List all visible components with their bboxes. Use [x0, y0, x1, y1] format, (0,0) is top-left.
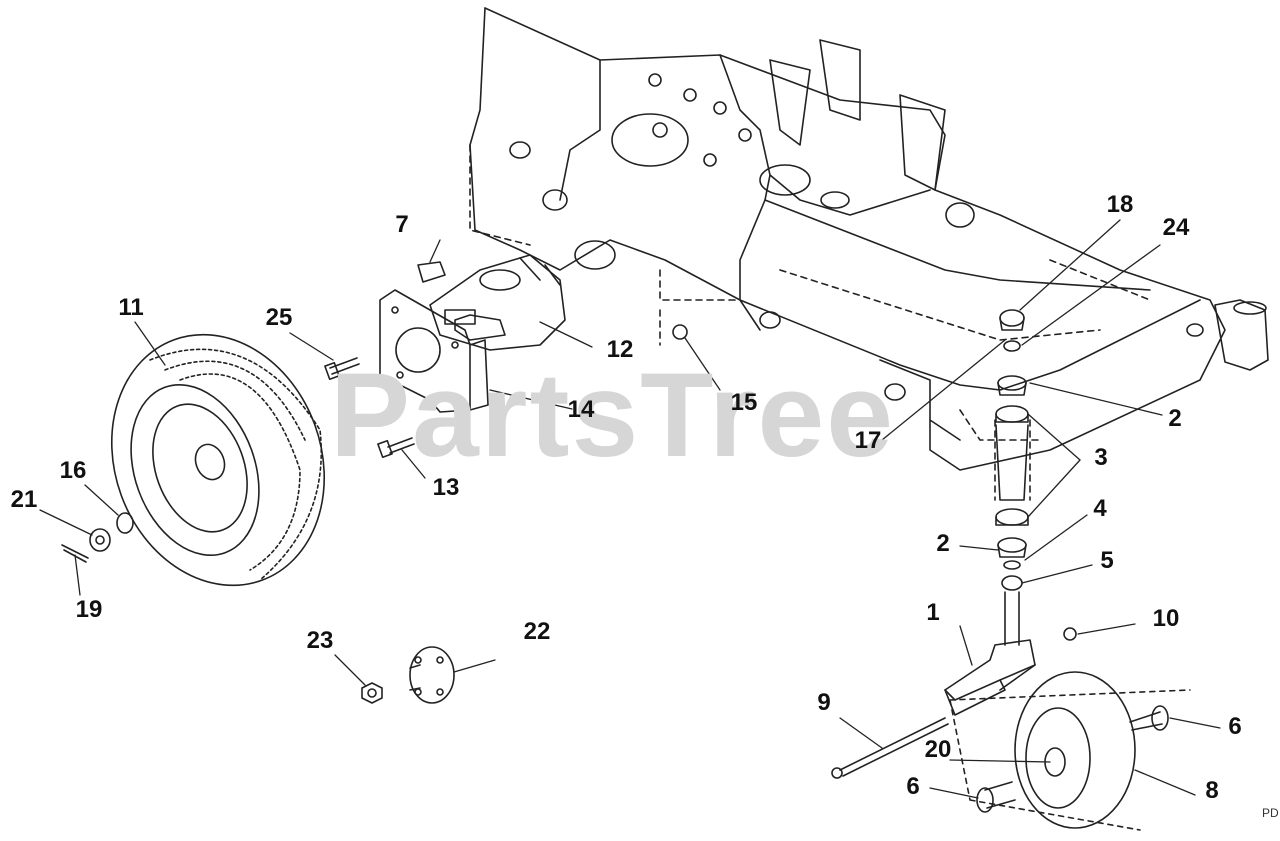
callout-7: 7 [395, 211, 409, 238]
callout-2-lower: 2 [936, 530, 950, 557]
callout-3: 3 [1094, 444, 1108, 471]
nut-23 [361, 682, 383, 704]
callout-24: 24 [1162, 214, 1190, 241]
callout-1: 1 [926, 599, 940, 626]
nut-21 [89, 528, 111, 552]
bolt-25 [324, 357, 360, 381]
callout-22: 22 [523, 618, 551, 645]
callout-14: 14 [567, 396, 595, 423]
callout-18: 18 [1106, 191, 1134, 218]
callout-17: 17 [854, 427, 882, 454]
callout-6-left: 6 [906, 773, 920, 800]
callout-21: 21 [10, 486, 38, 513]
key-part [417, 261, 446, 283]
callout-23: 23 [306, 627, 334, 654]
bushing-6-right [1129, 705, 1169, 731]
callout-10: 10 [1152, 605, 1180, 632]
callout-15: 15 [730, 389, 758, 416]
callout-8: 8 [1205, 777, 1219, 804]
caster-wheel [949, 671, 1191, 831]
axle-bolt-9 [831, 717, 949, 779]
drawing-code: PD [1262, 806, 1279, 820]
nut-15 [672, 324, 688, 340]
callout-25: 25 [265, 304, 293, 331]
callout-12: 12 [606, 336, 634, 363]
washer-16 [116, 512, 134, 534]
callout-2-upper: 2 [1168, 405, 1182, 432]
bushing-6-left [976, 781, 1016, 813]
mounting-bracket [379, 289, 489, 413]
watermark: PartsTree [330, 348, 896, 482]
transmission-axle [429, 254, 566, 351]
chassis-frame [469, 7, 1269, 501]
rear-tire [110, 333, 326, 587]
callout-6-right: 6 [1228, 713, 1242, 740]
bolt-13 [377, 437, 415, 459]
hub-22 [409, 646, 455, 704]
caster-stack [995, 309, 1029, 646]
callout-5: 5 [1100, 547, 1114, 574]
callout-4: 4 [1093, 495, 1107, 522]
callout-16: 16 [59, 457, 87, 484]
callout-20: 20 [924, 736, 952, 763]
callout-9: 9 [817, 689, 831, 716]
callout-19: 19 [75, 596, 103, 623]
callout-11: 11 [118, 294, 144, 321]
leader-lines [39, 219, 1221, 799]
nut-10 [1063, 627, 1077, 641]
callout-13: 13 [432, 474, 460, 501]
caster-fork [944, 639, 1036, 716]
